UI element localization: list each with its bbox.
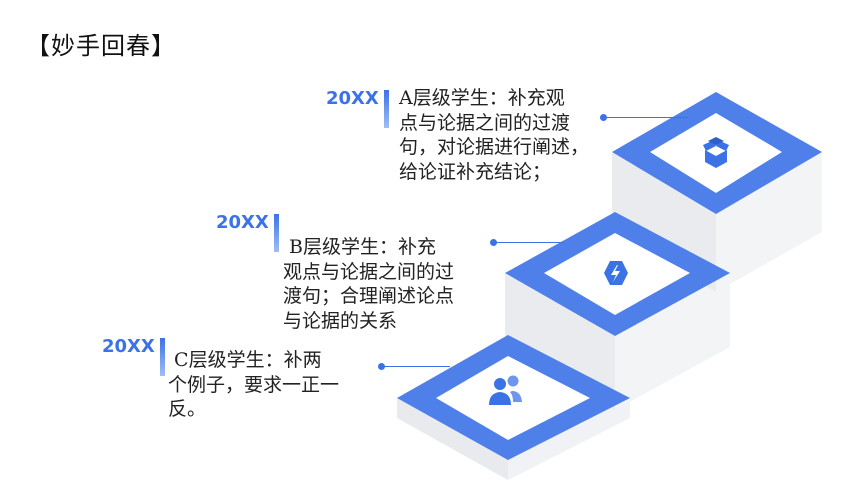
step-a-year: 20XX [326, 88, 379, 109]
step-b-side-right [615, 273, 730, 410]
step-b-bar [274, 214, 279, 252]
step-a-connector-line [606, 117, 688, 118]
step-b-side-left [505, 273, 615, 410]
step-b-connector-dot [490, 239, 497, 246]
step-b-year: 20XX [216, 212, 269, 233]
lightning-shield-icon [604, 261, 628, 285]
step-a-text: A层级学生：补充观 点与论据之间的过渡 句，对论据进行阐述， 给论证补充结论； [399, 87, 590, 183]
step-a-connector-dot [600, 114, 607, 121]
step-c-text: C层级学生：补两 个例子，要求一正一 反。 [168, 349, 340, 420]
step-a-bar [384, 90, 389, 128]
step-c-connector-line [384, 366, 450, 367]
step-c-connector-dot [378, 363, 385, 370]
page-title: 【妙手回春】 [26, 32, 176, 60]
box-icon [703, 137, 729, 168]
step-c-side-left [397, 398, 508, 480]
users-icon [489, 375, 522, 405]
step-c-year: 20XX [102, 336, 155, 357]
step-b-connector-line [496, 242, 564, 243]
step-c-side-right [508, 398, 630, 480]
step-a-side-right [716, 152, 822, 292]
step-a-top-inner [650, 113, 782, 193]
step-b-text: B层级学生：补充 观点与论据之间的过 渡句；合理阐述论点 与论据的关系 [283, 236, 455, 332]
step-c-bar [160, 338, 165, 376]
